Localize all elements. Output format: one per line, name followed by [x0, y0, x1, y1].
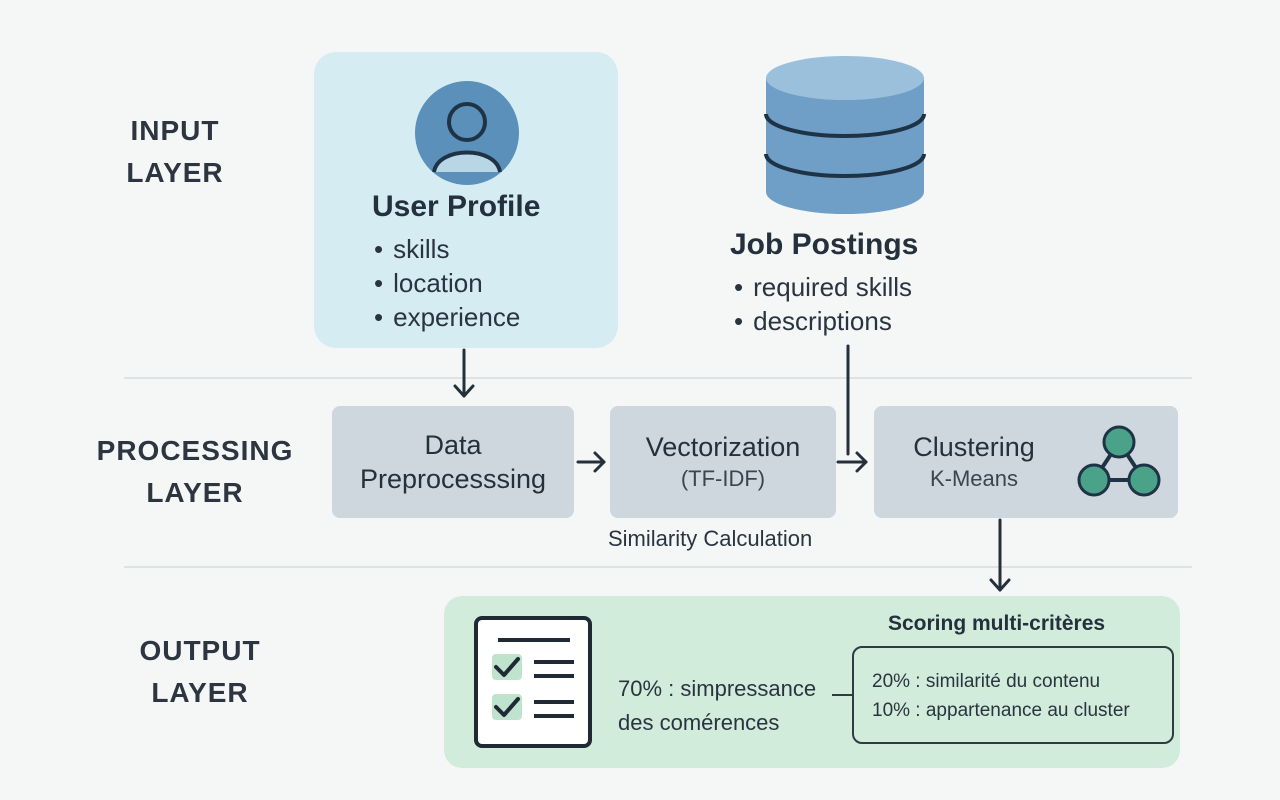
user-profile-list: skills location experience	[374, 232, 520, 334]
list-item: skills	[374, 232, 520, 266]
user-profile-title: User Profile	[372, 190, 541, 223]
vectorization-subtitle: (TF-IDF)	[680, 466, 766, 491]
connector-line	[832, 694, 852, 696]
input-layer-label: INPUT LAYER	[126, 115, 224, 188]
list-item: experience	[374, 300, 520, 334]
job-postings-list: required skills descriptions	[734, 270, 912, 338]
data-preprocessing-box: Data Preprocesssing	[332, 406, 574, 518]
divider-processing-output	[124, 566, 1192, 568]
job-postings-title: Job Postings	[730, 228, 919, 261]
similarity-calculation-label: Similarity Calculation	[608, 526, 813, 551]
cluster-graph-icon	[1074, 424, 1164, 504]
data-preprocessing-label: Data Preprocesssing	[359, 430, 547, 494]
clustering-box: Clustering K-Means	[874, 406, 1178, 518]
clustering-subtitle: K-Means	[929, 466, 1019, 491]
divider-input-processing	[124, 377, 1192, 379]
vectorization-title: Vectorization	[645, 432, 801, 462]
scoring-weights-box	[852, 646, 1174, 744]
database-icon	[760, 54, 930, 218]
vectorization-box: Vectorization (TF-IDF)	[610, 406, 836, 518]
list-item: descriptions	[734, 304, 912, 338]
list-item: location	[374, 266, 520, 300]
list-item: required skills	[734, 270, 912, 304]
checklist-icon	[474, 616, 592, 748]
weight-cluster-text: 10% : appartenance au cluster	[872, 700, 1130, 721]
scoring-title: Scoring multi-critères	[888, 612, 1106, 635]
output-layer-label: OUTPUT LAYER	[139, 635, 261, 708]
weight-content-text: 20% : similarité du contenu	[872, 671, 1101, 692]
user-avatar-icon	[414, 80, 520, 186]
weight-main-text: 70% : simpressance des comérences	[618, 676, 817, 735]
clustering-title: Clustering	[913, 432, 1035, 462]
processing-layer-label: PROCESSING LAYER	[96, 435, 294, 508]
